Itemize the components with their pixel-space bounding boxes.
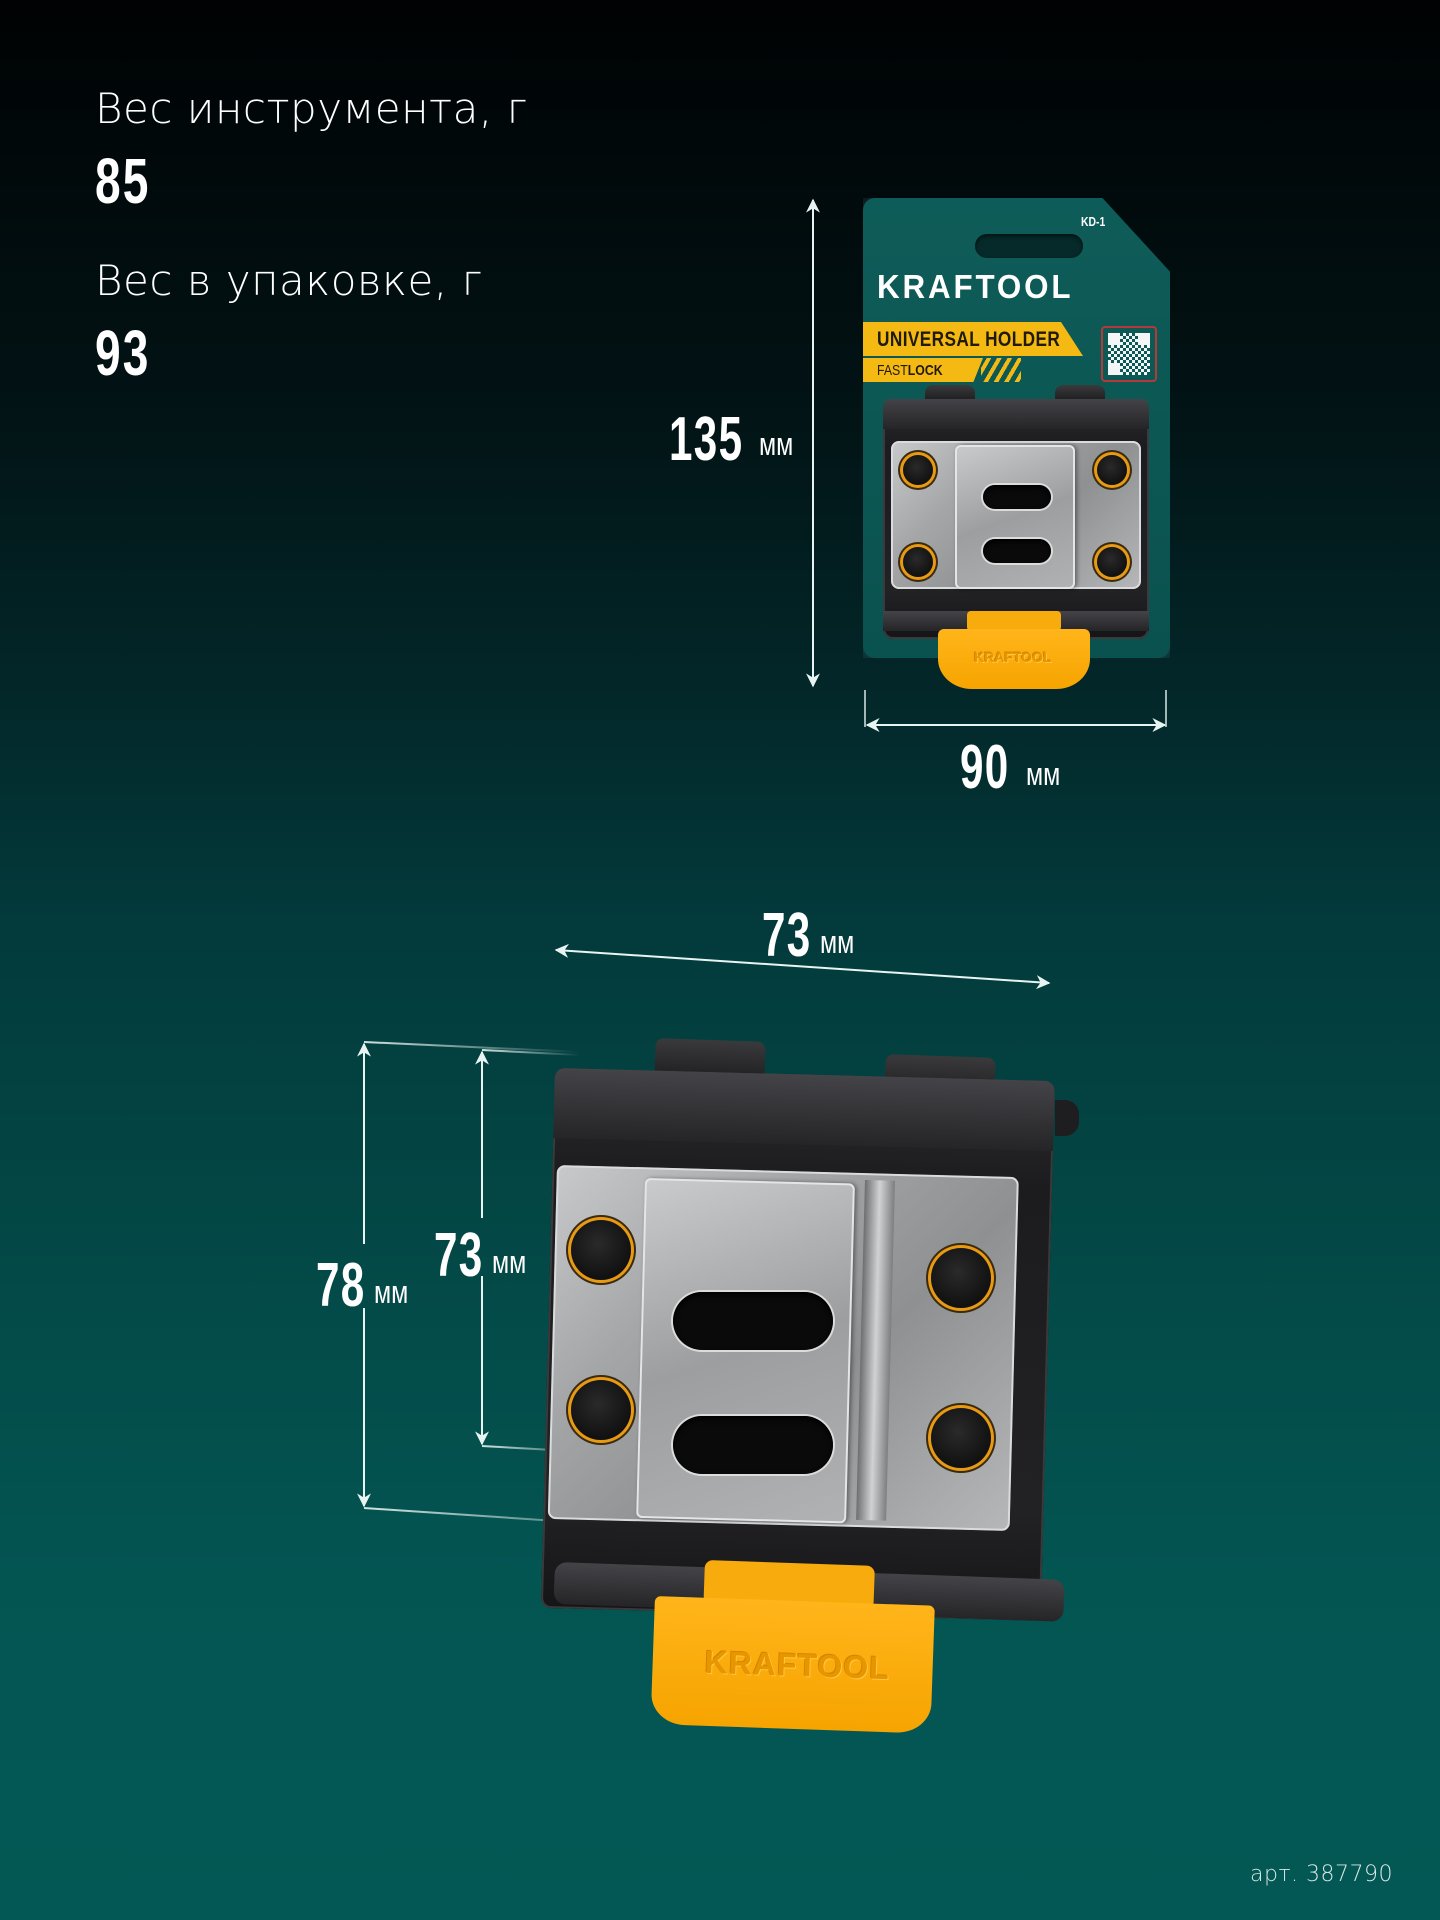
package-width-value: 90 [960,733,1010,802]
spec-tool-weight-value: 85 [95,145,151,217]
package-latch: KRAFTOOL [938,629,1090,689]
package-holder-image: KRAFTOOL [883,385,1149,690]
product-name: UNIVERSAL HOLDER [877,328,1061,351]
product-latch: KRAFTOOL [650,1596,935,1734]
stripes-decoration [981,358,1021,382]
magnet-icon [903,455,933,485]
product-width-unit: мм [820,924,855,960]
product-body-height-unit: мм [492,1244,527,1280]
magnet-icon [1097,547,1127,577]
magnet-icon [903,547,933,577]
hang-hole [975,234,1083,258]
lanyard-hole [1055,1100,1079,1136]
package-width-unit: мм [1026,756,1061,792]
product-image: KRAFTOOL [540,1038,1079,1734]
latch-logo: KRAFTOOL [974,649,1052,665]
package-height-value: 135 [669,405,744,474]
series-name: FASTLOCK [877,362,943,379]
article-number: арт. 387790 [1250,1862,1393,1887]
spec-package-weight-label: Вес в упаковке, г [95,256,483,305]
series-light: FAST [877,362,908,379]
qr-code-icon [1101,326,1157,382]
product-total-height-unit: мм [374,1274,409,1310]
product-total-height-value: 78 [316,1251,366,1320]
magnet-icon [571,1380,631,1440]
series-bold: LOCK [907,362,943,379]
series-band: FASTLOCK [863,358,983,382]
magnet-icon [931,1248,991,1308]
product-body-height-value: 73 [434,1221,484,1290]
package-model: KD-1 [1081,214,1106,229]
latch-logo: KRAFTOOL [704,1643,891,1687]
spec-tool-weight-label: Вес инструмента, г [95,84,528,133]
product-name-band: UNIVERSAL HOLDER [863,322,1083,356]
package-brand-logo: KRAFTOOL [877,268,1074,305]
spec-package-weight-value: 93 [95,317,151,389]
package-height-unit: мм [759,426,794,462]
magnet-icon [1097,455,1127,485]
product-width-value: 73 [762,901,812,970]
magnet-icon [571,1220,631,1280]
magnet-icon [931,1408,991,1468]
